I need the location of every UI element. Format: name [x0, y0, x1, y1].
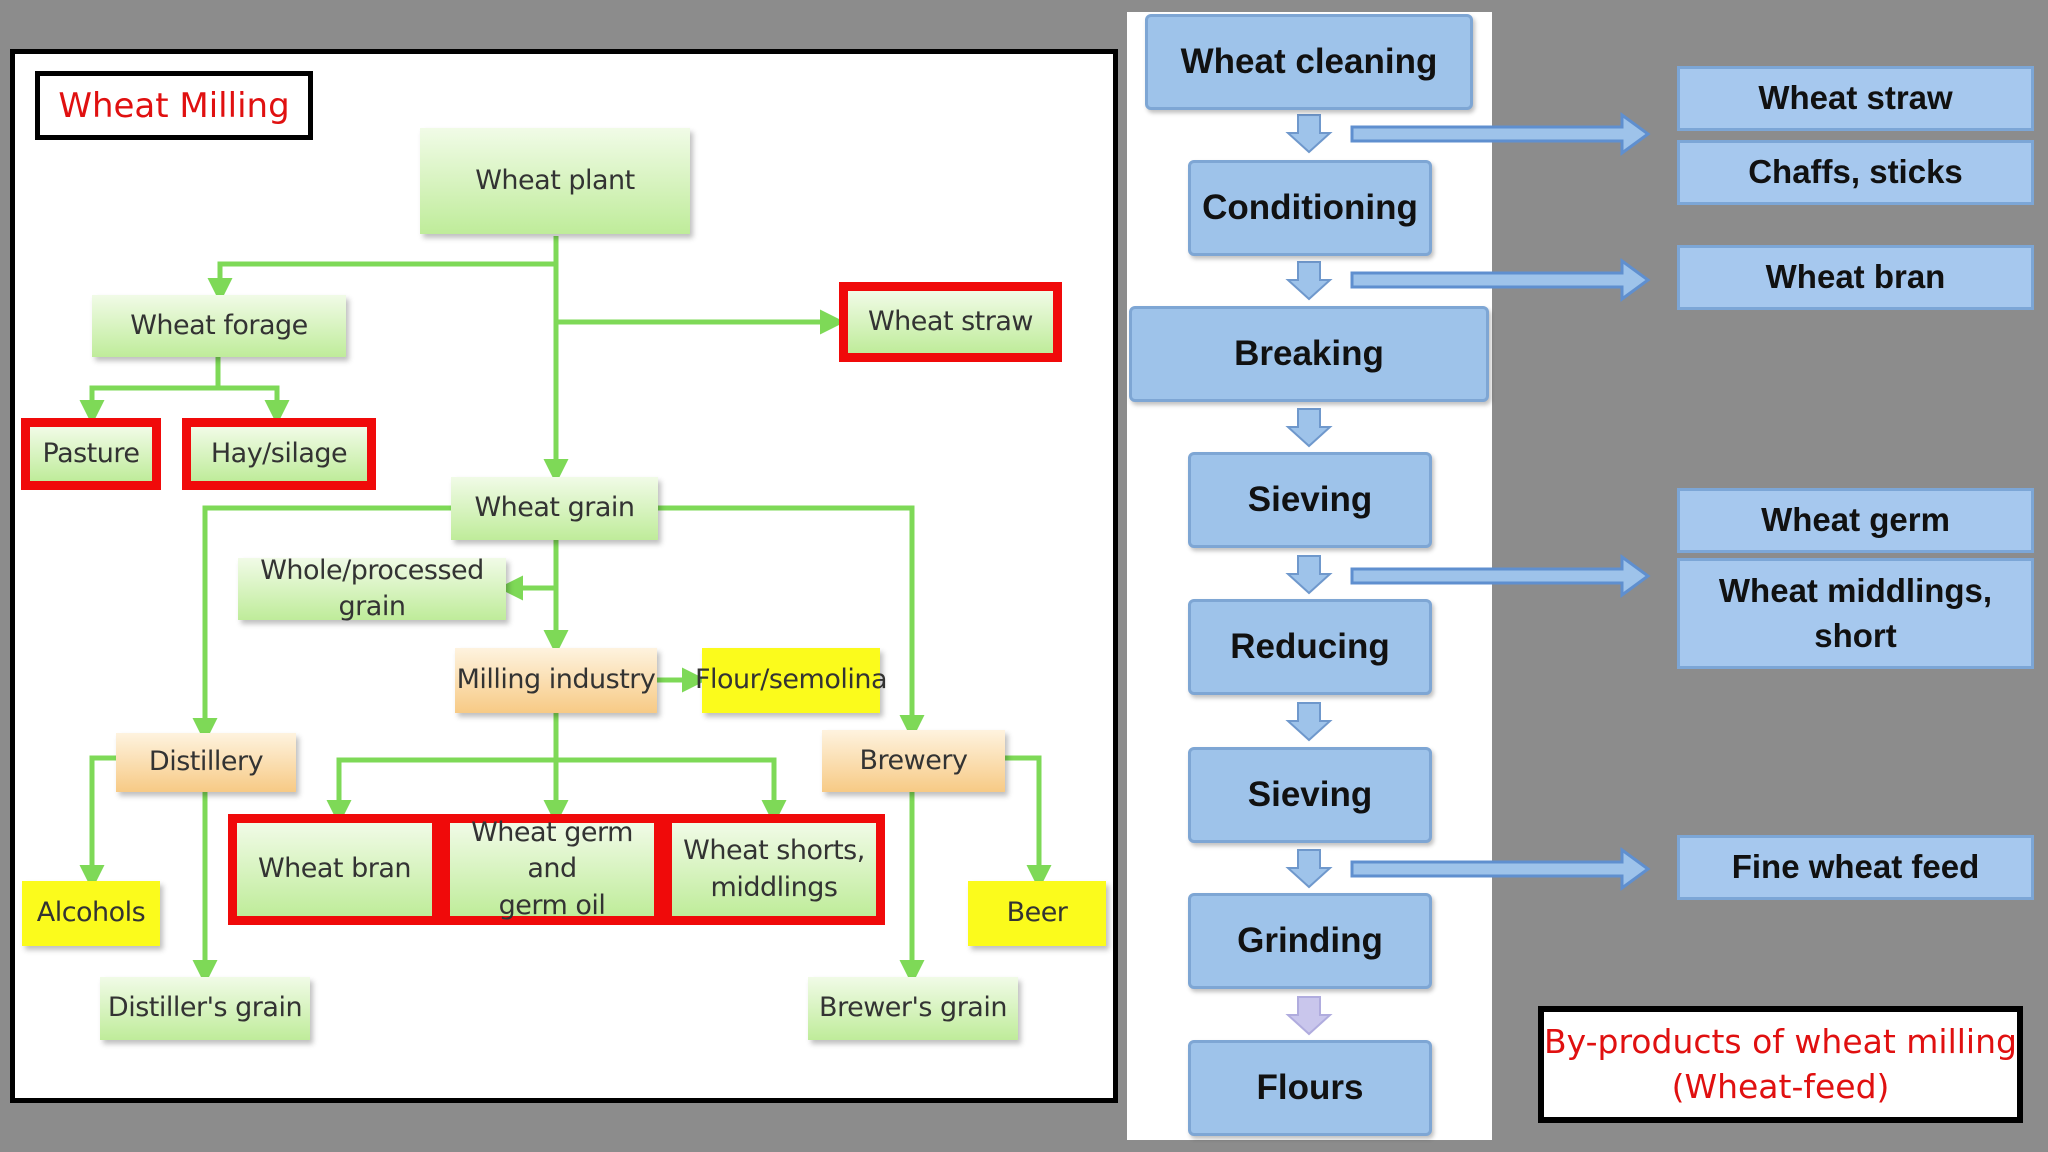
node-pasture: Pasture [21, 418, 161, 490]
byproduct-wheat-middlings-line1: Wheat middlings, [1718, 571, 1993, 609]
node-wheat-bran: Wheat bran [228, 814, 441, 925]
node-flour-semolina: Flour/semolina [695, 648, 888, 713]
byproducts-title: By-products of wheat milling (Wheat-feed… [1538, 1006, 2023, 1123]
byproduct-wheat-bran: Wheat bran [1677, 245, 2034, 310]
step-reducing: Reducing [1188, 599, 1432, 695]
byproduct-wheat-germ: Wheat germ [1677, 488, 2034, 553]
wheat-milling-title: Wheat Milling [35, 71, 313, 140]
node-milling-industry: Milling industry [455, 648, 657, 713]
node-hay-silage: Hay/silage [182, 418, 376, 490]
node-hay-silage-label: Hay/silage [191, 427, 367, 481]
node-brewers-grain: Brewer's grain [808, 977, 1018, 1040]
byproduct-fine-wheat-feed: Fine wheat feed [1677, 835, 2034, 900]
node-distillery: Distillery [116, 733, 296, 792]
node-pasture-label: Pasture [30, 427, 152, 481]
byproduct-wheat-middlings: Wheat middlings, short [1677, 558, 2034, 669]
node-wheat-shorts-middlings: Wheat shorts, middlings [663, 814, 885, 925]
node-wheat-shorts-line1: Wheat shorts, [683, 835, 865, 867]
node-wheat-germ-oil-line2: germ oil [498, 889, 606, 921]
node-wheat-germ-oil-line1: Wheat germ and [471, 816, 633, 885]
node-wheat-straw: Wheat straw [839, 282, 1062, 362]
step-flours: Flours [1188, 1040, 1432, 1136]
node-wheat-germ-oil-label: Wheat germ and germ oil [450, 817, 654, 921]
byproduct-wheat-middlings-line2: short [1814, 616, 1897, 654]
byproduct-chaffs-sticks: Chaffs, sticks [1677, 140, 2034, 205]
step-breaking: Breaking [1129, 306, 1489, 402]
node-wheat-forage: Wheat forage [92, 295, 346, 357]
node-whole-processed-grain: Whole/processed grain [238, 555, 506, 622]
node-brewery: Brewery [822, 730, 1005, 792]
step-sieving-2: Sieving [1188, 747, 1432, 843]
step-conditioning: Conditioning [1188, 160, 1432, 256]
node-wheat-plant: Wheat plant [420, 128, 690, 234]
step-grinding: Grinding [1188, 893, 1432, 989]
node-wheat-shorts-line2: middlings [710, 871, 838, 903]
step-wheat-cleaning: Wheat cleaning [1145, 14, 1473, 110]
node-beer: Beer [968, 881, 1106, 946]
node-wheat-grain: Wheat grain [451, 477, 658, 540]
node-wheat-shorts-label: Wheat shorts, middlings [672, 823, 876, 916]
step-sieving-1: Sieving [1188, 452, 1432, 548]
node-alcohols: Alcohols [22, 881, 160, 946]
byproducts-title-line1: By-products of wheat milling [1544, 1021, 2017, 1061]
node-wheat-straw-label: Wheat straw [848, 291, 1053, 353]
byproducts-title-line2: (Wheat-feed) [1671, 1066, 1890, 1106]
node-wheat-bran-label: Wheat bran [237, 823, 432, 916]
byproduct-wheat-straw: Wheat straw [1677, 66, 2034, 131]
node-wheat-germ-oil: Wheat germ and germ oil [441, 814, 663, 925]
node-distillers-grain: Distiller's grain [100, 977, 310, 1040]
